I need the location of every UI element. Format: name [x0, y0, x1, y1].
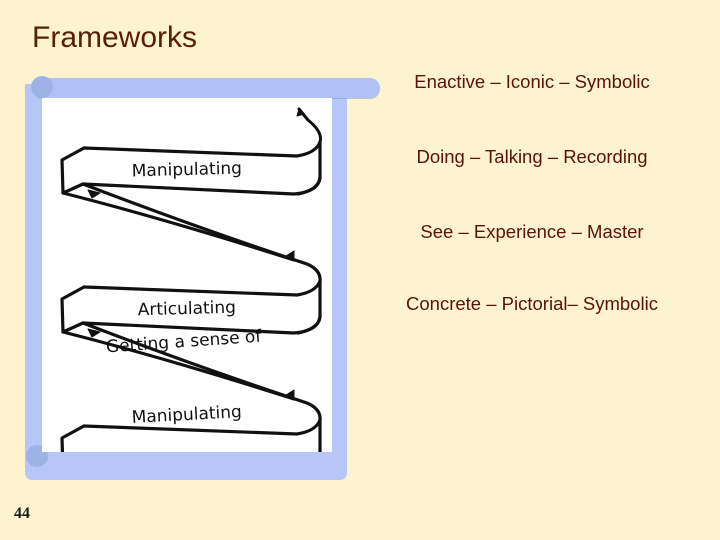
picture-frame: Manipulating Articulating Getting a sens… — [25, 76, 380, 480]
ribbon-label-2: Articulating — [138, 298, 237, 321]
spiral-ribbon-diagram: Manipulating Articulating Getting a sens… — [60, 107, 322, 452]
page-title: Frameworks — [32, 21, 198, 54]
framework-line-4: Concrete – Pictorial– Symbolic — [406, 293, 658, 315]
frame-knob-top-left-icon — [31, 76, 53, 98]
frameworks-list: Enactive – Iconic – Symbolic Doing – Tal… — [358, 70, 706, 314]
framework-line-2: Doing – Talking – Recording — [416, 146, 648, 168]
ribbon-label-4: Manipulating — [131, 402, 242, 428]
ribbon-label-3: Getting a sense of — [105, 327, 263, 358]
framework-line-1: Enactive – Iconic – Symbolic — [414, 71, 650, 92]
diagram-panel: Manipulating Articulating Getting a sens… — [42, 98, 332, 452]
page-number: 44 — [14, 505, 30, 522]
ribbon-label-1: Manipulating — [132, 159, 243, 182]
framework-line-3: See – Experience – Master — [420, 220, 644, 242]
frame-top-bar — [33, 78, 380, 98]
